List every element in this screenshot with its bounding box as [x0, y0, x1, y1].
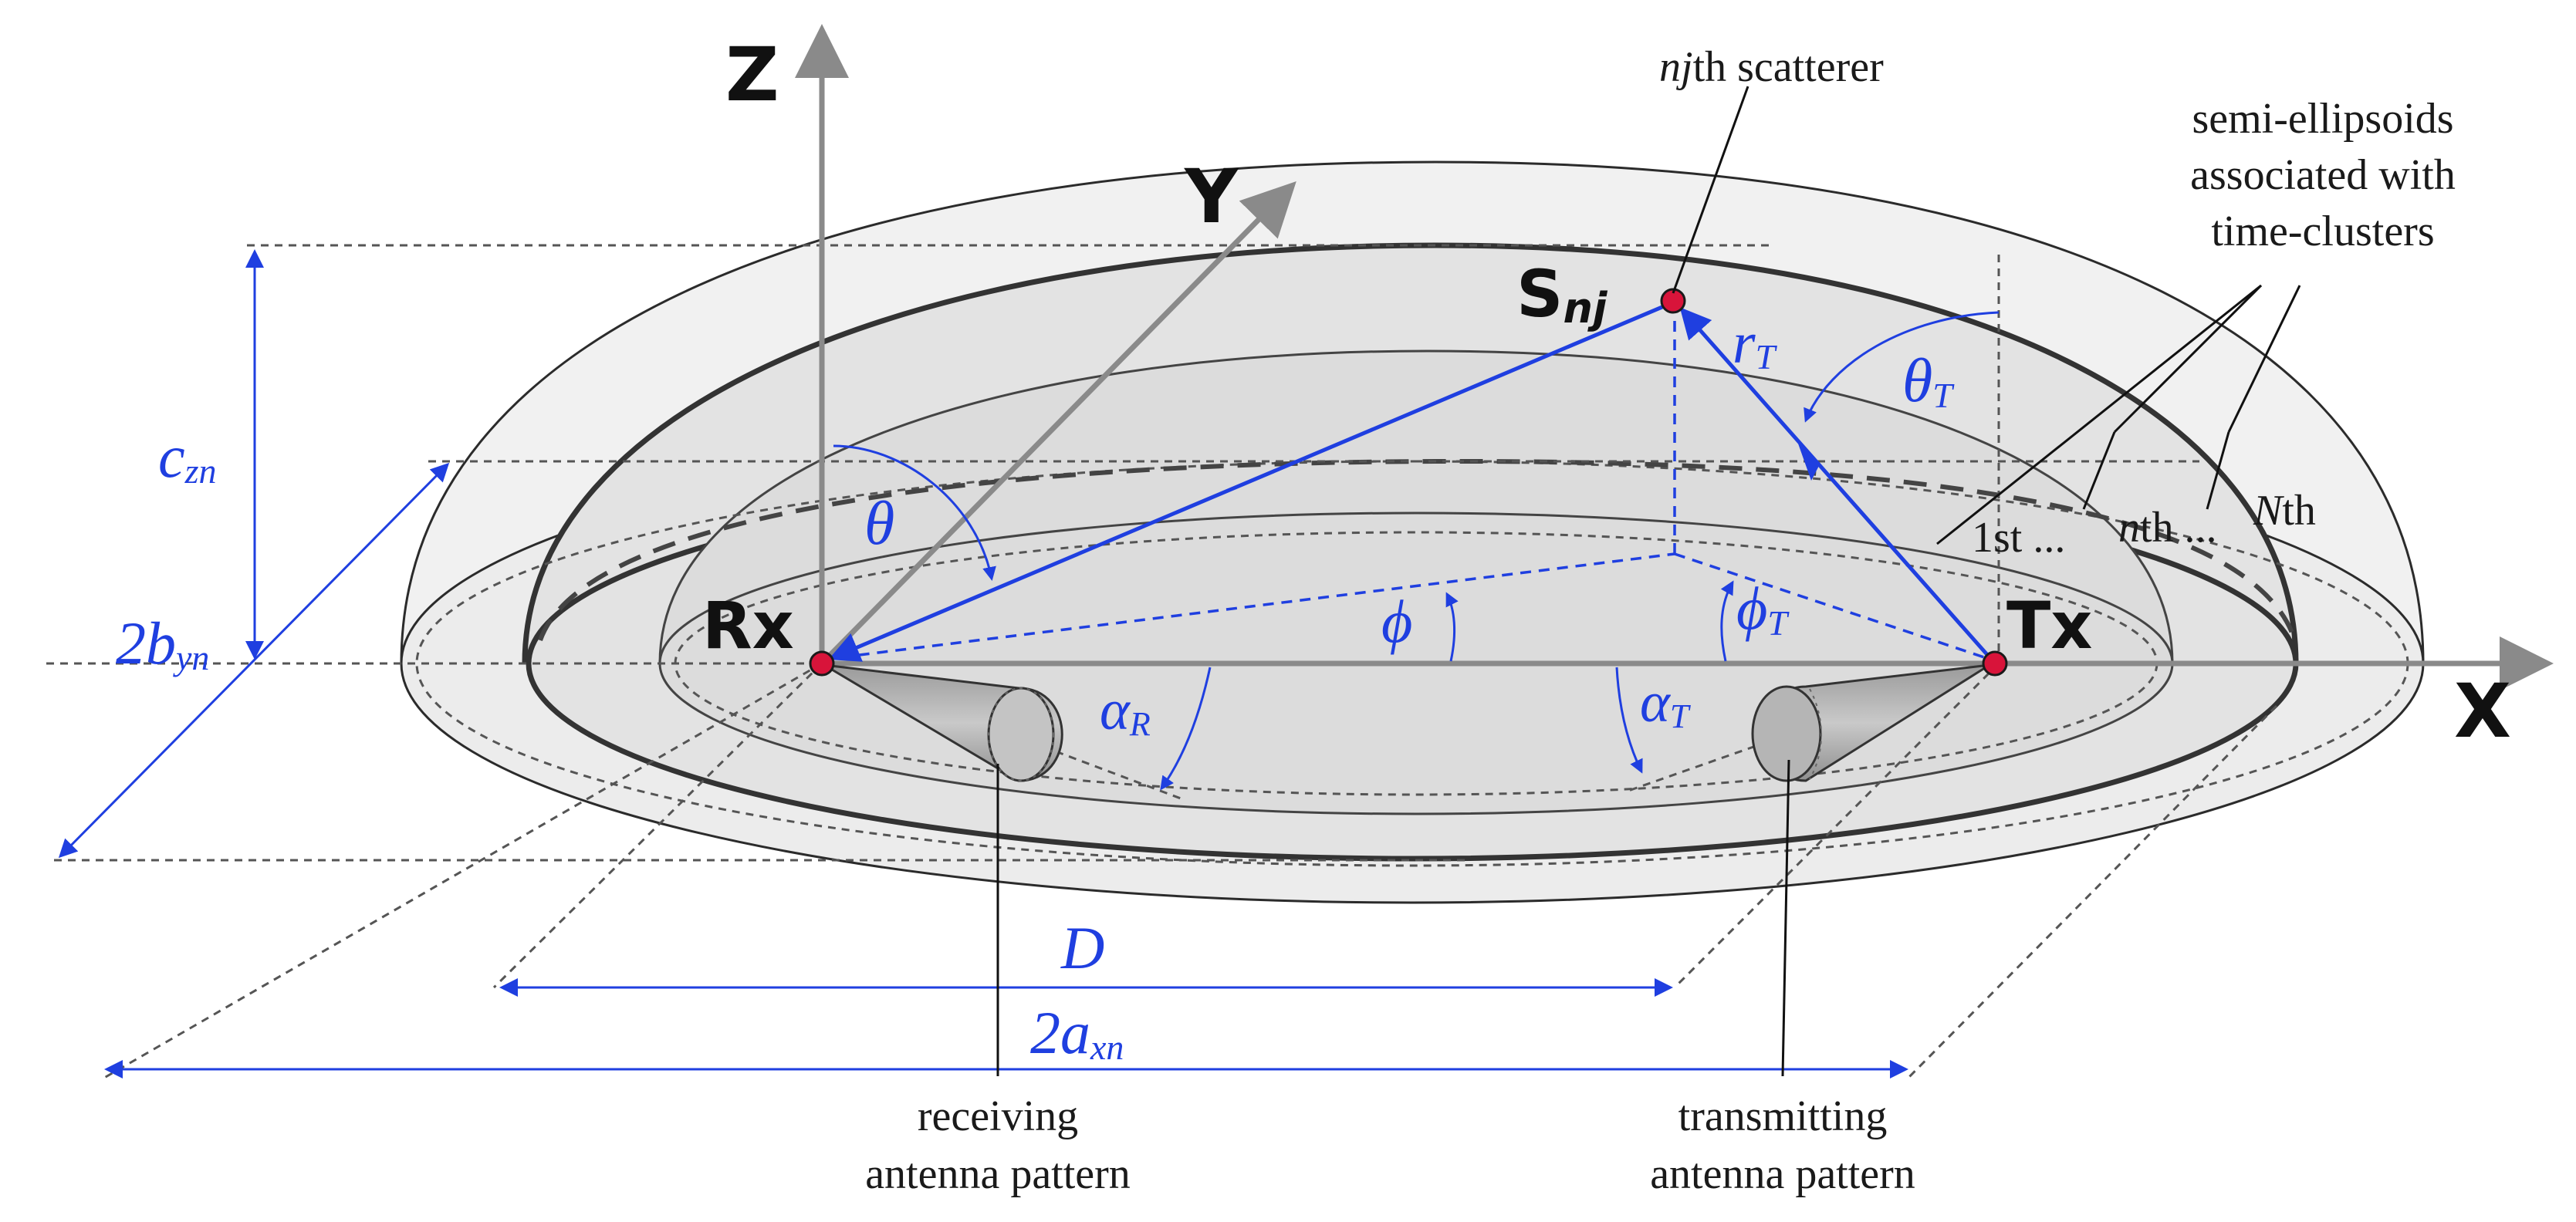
rT-label: rT: [1733, 311, 1778, 376]
tx-label: Tx: [2006, 588, 2092, 663]
phi-label: ϕ: [1381, 588, 1412, 655]
b-yn-dimension: [58, 462, 450, 859]
rx-to-projection: [821, 552, 1675, 661]
tx-node: [1982, 650, 2008, 677]
alphaR-label: αR: [1100, 679, 1151, 743]
scatterer-to-rx-vector: [828, 300, 1674, 662]
theta-arc: [833, 444, 996, 581]
tx-to-scatterer-vector: [1679, 307, 1991, 659]
ellipsoids-annotation-line2: associated with: [2190, 151, 2456, 199]
alphaT-label: αT: [1640, 671, 1692, 735]
a-xn-label: 2axn: [1030, 999, 1124, 1067]
theta-label: θ: [864, 490, 894, 558]
d-label: D: [1060, 914, 1104, 981]
geometry-vectors: [821, 300, 2000, 800]
b-yn-label: 2byn: [116, 609, 209, 677]
tx-antenna-annotation-line1: transmitting: [1678, 1092, 1888, 1140]
first-shell-label: 1st ...: [1972, 514, 2065, 562]
phiT-arc: [1720, 580, 1734, 662]
rx-antenna-annotation-line1: receiving: [918, 1092, 1078, 1140]
y-axis: [820, 181, 1296, 666]
scatterer-label: Snj: [1516, 256, 1608, 333]
math-labels: czn 2byn θ θT rT ϕ ϕT αR αT D 2axn: [116, 311, 1955, 1067]
leader-lines: [996, 86, 2301, 1077]
annotations: njth scatterer semi-ellipsoids associate…: [865, 43, 2456, 1198]
x-axis-label: X: [2454, 668, 2511, 754]
rx-beam-lower: [821, 662, 1182, 800]
antenna-cones: [823, 663, 1990, 782]
scatterer-node: [1660, 288, 1686, 314]
phi-arc: [1445, 592, 1459, 662]
axes: Z Y X: [725, 24, 2554, 754]
scatterer-annotation: njth scatterer: [1659, 43, 1884, 91]
projection-to-tx: [1674, 552, 1992, 661]
nodes: Rx Tx Snj: [702, 256, 2092, 677]
ellipsoids-annotation-line1: semi-ellipsoids: [2192, 95, 2453, 143]
z-axis-label: Z: [725, 32, 779, 118]
thetaT-label: θT: [1902, 347, 1955, 415]
phiT-label: ϕT: [1736, 575, 1790, 643]
rx-label: Rx: [702, 588, 794, 663]
Nth-shell-label: Nth: [2253, 487, 2316, 535]
tx-antenna-annotation-line2: antenna pattern: [1650, 1150, 1915, 1198]
ellipsoids-annotation-line3: time-clusters: [2211, 208, 2434, 255]
alphaT-arc: [1615, 667, 1643, 774]
y-axis-label: Y: [1184, 154, 1239, 240]
c-zn-label: czn: [158, 423, 217, 491]
rx-antenna-annotation-line2: antenna pattern: [865, 1150, 1131, 1198]
rx-node: [809, 650, 835, 677]
nth-shell-label: nth ...: [2118, 504, 2217, 552]
alphaR-arc: [1160, 667, 1212, 791]
dimension-lines: [58, 249, 1908, 1079]
tx-beam-lower: [1628, 662, 1992, 792]
thetaT-arc: [1804, 311, 2000, 423]
